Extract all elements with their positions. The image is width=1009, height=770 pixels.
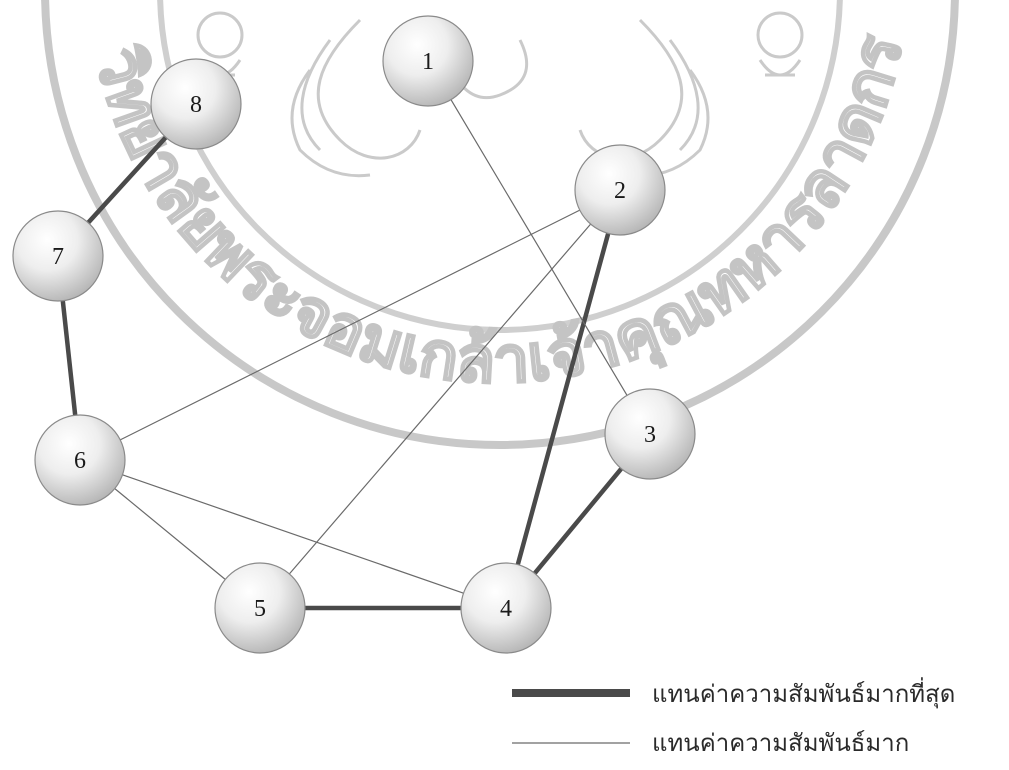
node-8: 8 [151, 59, 241, 149]
edge-7-6 [63, 301, 75, 416]
node-5: 5 [215, 563, 305, 653]
node-label-4: 4 [500, 596, 512, 622]
node-label-2: 2 [614, 178, 626, 204]
node-6: 6 [35, 415, 125, 505]
node-2: 2 [575, 145, 665, 235]
node-7: 7 [13, 211, 103, 301]
legend-strong-label: แทนค่าความสัมพันธ์มาก [652, 729, 909, 757]
node-1: 1 [383, 16, 473, 106]
edge-2-5 [289, 224, 590, 574]
node-label-6: 6 [74, 448, 86, 474]
edge-2-4 [518, 233, 608, 564]
node-3: 3 [605, 389, 695, 479]
node-label-7: 7 [52, 244, 64, 270]
edge-6-4 [123, 475, 464, 593]
node-label-8: 8 [190, 92, 202, 118]
watermark-emblem [198, 13, 802, 176]
node-label-1: 1 [422, 49, 434, 75]
edge-3-4 [535, 469, 622, 574]
node-label-5: 5 [254, 596, 266, 622]
legend: แทนค่าความสัมพันธ์มากที่สุด แทนค่าความสั… [512, 677, 955, 757]
node-label-3: 3 [644, 422, 656, 448]
legend-strongest-label: แทนค่าความสัมพันธ์มากที่สุด [652, 677, 955, 709]
edge-6-5 [115, 489, 225, 580]
legend-strongest-swatch [512, 689, 630, 697]
watermark-seal: มหาวิทยาลัยพระจอมเกล้าเจ้าคุณทหารลาดกระบ… [0, 0, 955, 445]
node-4: 4 [461, 563, 551, 653]
